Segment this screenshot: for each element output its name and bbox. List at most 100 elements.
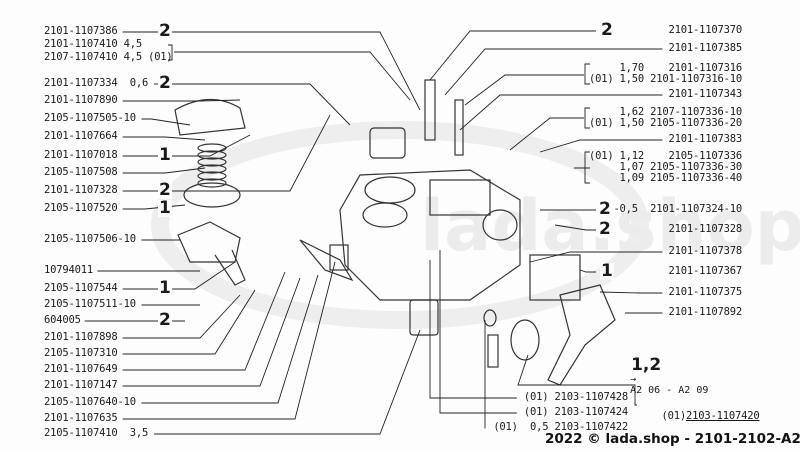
leader-line — [429, 30, 596, 81]
left-part-label[interactable]: 2101-1107018 — [44, 149, 118, 161]
right-part-label[interactable]: 1,07 2105-1107336-30 — [588, 161, 743, 173]
reference-note: 1,2 → A2 06 - A2 09 — [606, 346, 708, 407]
left-part-label[interactable]: 2101-1107635 — [44, 412, 118, 424]
leader-line — [429, 260, 517, 399]
bottom-part-label[interactable]: (01) 2103-1107428 — [523, 391, 628, 403]
leader-line — [122, 261, 236, 290]
right-part-label[interactable]: 1,09 2105-1107336-40 — [588, 172, 743, 184]
bottom-part-label[interactable]: (01) 0,5 2103-1107422 — [493, 421, 628, 433]
leader-line — [444, 48, 663, 96]
left-part-label[interactable]: 2101-1107328 — [44, 184, 118, 196]
housing-bracket — [214, 249, 246, 286]
left-part-label[interactable]: 2105-1107410 3,5 — [44, 427, 149, 439]
leader-line — [122, 134, 251, 157]
left-part-label[interactable]: 2105-1107520 — [44, 202, 118, 214]
spring-coil — [197, 171, 227, 181]
quantity-callout: 1 — [158, 145, 172, 165]
reference-arrow: → — [630, 374, 637, 385]
quantity-callout: 2 — [158, 73, 172, 93]
quantity-callout: 2 — [158, 180, 172, 200]
sealing-ring — [483, 309, 497, 327]
left-part-label[interactable]: 2105-1107310 — [44, 347, 118, 359]
quantity-callout: 1 — [158, 198, 172, 218]
left-part-label[interactable]: 2101-1107147 — [44, 379, 118, 391]
bracket — [584, 63, 590, 85]
right-part-label[interactable]: 2101-1107328 — [668, 223, 743, 235]
leader-line — [122, 204, 186, 210]
float-valve-block — [409, 299, 439, 336]
leader-line — [459, 94, 663, 131]
leader-line — [122, 31, 421, 111]
spring-coil — [197, 150, 227, 160]
leader-line — [174, 51, 411, 101]
left-part-label[interactable]: 2105-1107505-10 — [44, 112, 136, 124]
right-part-label[interactable]: 1,62 2107-1107336-10 — [588, 106, 743, 118]
watermark-logo-ring — [151, 121, 649, 329]
carburetor-body — [339, 169, 521, 301]
left-part-label[interactable]: 2101-1107664 — [44, 130, 118, 142]
diaphragm-cover — [174, 98, 246, 136]
left-part-label[interactable]: 2101-1107386 — [44, 25, 118, 37]
quantity-callout: 2 — [600, 20, 614, 40]
carburetor-bore-1 — [364, 176, 416, 204]
leader-line — [517, 354, 637, 406]
leader-line — [122, 277, 301, 387]
leader-line — [122, 99, 241, 102]
assembly-label[interactable]: (01)2103-1107420 — [637, 400, 760, 433]
left-part-label[interactable]: 604005 — [44, 314, 81, 326]
diaphragm-housing — [177, 221, 241, 263]
right-part-label[interactable]: 1,70 2101-1107316 — [588, 62, 743, 74]
pump-cover-plate — [529, 254, 581, 301]
leader-line — [122, 261, 336, 420]
right-part-label[interactable]: 2101-1107383 — [668, 133, 743, 145]
right-part-label[interactable]: -0,5 2101-1107324-10 — [613, 203, 742, 215]
jet-holder — [369, 127, 406, 159]
right-part-label[interactable]: 2101-1107367 — [668, 265, 743, 277]
right-part-label[interactable]: (01) 1,50 2101-1107316-10 — [588, 73, 742, 85]
left-part-label[interactable]: 2105-1107544 — [44, 282, 118, 294]
diaphragm — [183, 182, 241, 208]
left-part-label[interactable]: 2101-1107649 — [44, 363, 118, 375]
left-part-label[interactable]: 2105-1107511-10 — [44, 298, 136, 310]
footer-watermark: 2022 © lada.shop - 2101-2102-A207-3 — [545, 431, 800, 447]
leader-line — [122, 136, 206, 141]
leader-line — [122, 289, 256, 355]
leader-line — [599, 291, 663, 294]
leader-line — [154, 83, 351, 126]
left-part-label[interactable]: 2101-1107410 4,5 — [44, 38, 142, 50]
right-part-label[interactable]: 2101-1107892 — [668, 306, 743, 318]
quantity-callout: 2 — [158, 310, 172, 330]
right-part-label[interactable]: 2101-1107343 — [668, 88, 743, 100]
leader-line — [509, 117, 584, 151]
solenoid-valve — [510, 319, 540, 361]
reference-callout: 1,2 — [630, 355, 663, 375]
left-part-label[interactable]: 2105-1107506-10 — [44, 233, 136, 245]
left-part-label[interactable]: 2105-1107640-10 — [44, 396, 136, 408]
right-part-label[interactable]: 2101-1107370 — [668, 24, 743, 36]
bottom-part-label[interactable]: (01) 2103-1107424 — [523, 406, 628, 418]
spring-coil — [197, 178, 227, 188]
leader-line — [122, 167, 206, 174]
left-part-label[interactable]: 2105-1107508 — [44, 166, 118, 178]
leader-line — [141, 274, 319, 404]
right-part-label[interactable]: (01) 1,50 2105-1107336-20 — [588, 117, 742, 129]
bracket — [168, 44, 173, 61]
left-part-label[interactable]: 2101-1107890 — [44, 94, 118, 106]
left-part-label[interactable]: 2101-1107334 0,6 — [44, 77, 149, 89]
leader-line — [122, 294, 241, 339]
assembly-part-number[interactable]: 2103-1107420 — [686, 410, 760, 422]
left-part-label[interactable]: 2101-1107898 — [44, 331, 118, 343]
left-part-label[interactable]: 2107-1107410 4,5 (01) — [44, 51, 173, 63]
leader-line — [122, 271, 286, 371]
leader-line — [529, 251, 663, 263]
left-part-label[interactable]: 10794011 — [44, 264, 93, 276]
right-part-label[interactable]: 2101-1107375 — [668, 286, 743, 298]
leader-line — [554, 224, 596, 231]
leader-line — [439, 250, 517, 414]
right-part-label[interactable]: 2101-1107378 — [668, 245, 743, 257]
idle-jet — [487, 334, 499, 368]
throttle-spring — [329, 244, 349, 271]
right-part-label[interactable]: 2101-1107385 — [668, 42, 743, 54]
right-part-label[interactable]: (01) 1,12 2105-1107336 — [588, 150, 742, 162]
leader-line — [579, 269, 596, 273]
